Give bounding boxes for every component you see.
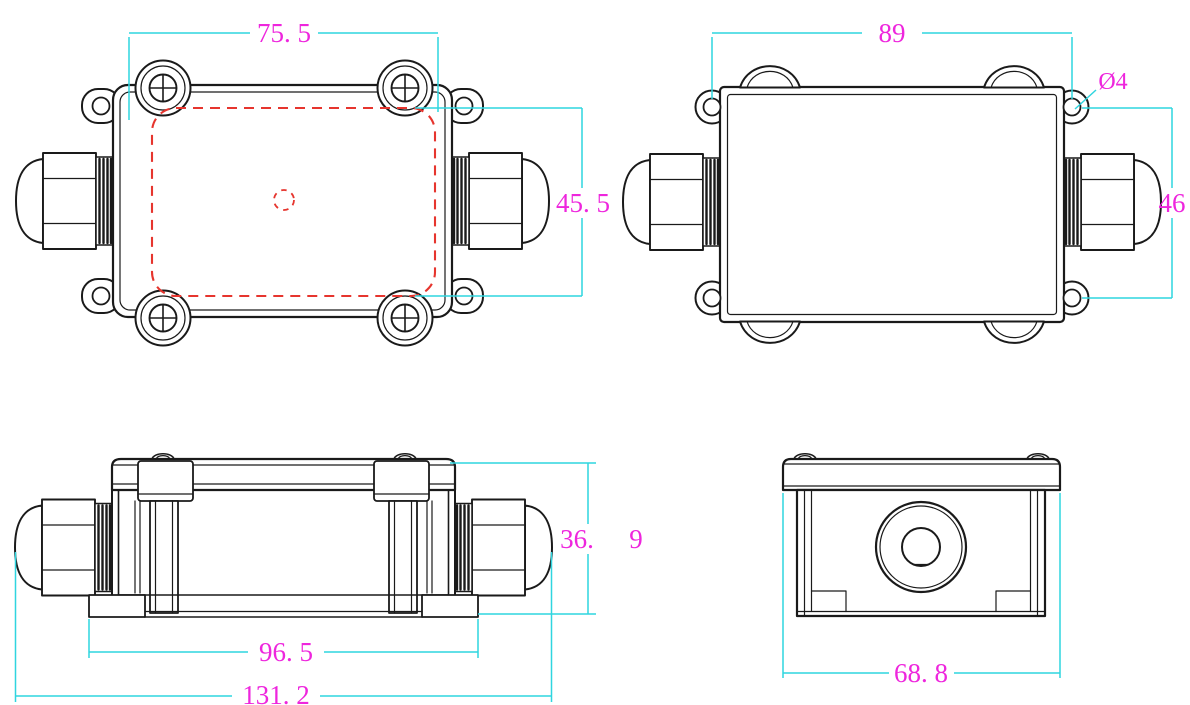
end-view-lid [781, 452, 1062, 492]
dim-lid-width: 75. 5 [128, 18, 439, 120]
dim-hole-diameter: Ø4 [1074, 69, 1128, 110]
dim-height-whole-label: 36. [560, 524, 594, 554]
dim-hole-span-height-label: 46 [1159, 188, 1186, 218]
dim-base-width-label: 96. 5 [259, 637, 313, 667]
dim-overall-width-label: 68. 8 [894, 658, 948, 688]
dim-base-width: 96. 5 [88, 619, 479, 667]
side-view-end-walls [111, 489, 456, 598]
bottom-view: 89 Ø4 46 [621, 18, 1186, 344]
side-view-base [88, 594, 479, 618]
dim-hole-span-width-label: 89 [879, 18, 906, 48]
dim-hole-span-width: 89 [711, 18, 1073, 99]
dim-hole-span-height: 46 [1082, 107, 1186, 299]
dim-overall-length: 131. 2 [14, 552, 553, 705]
gasket-center-hole [273, 189, 295, 211]
dim-overall-width: 68. 8 [782, 493, 1061, 688]
gasket-seal-outline [150, 106, 437, 298]
top-view-gasket [150, 106, 437, 298]
top-view-body [111, 83, 454, 319]
end-view-gland-face [874, 500, 968, 594]
dim-height-tenths-label: 9 [629, 524, 643, 554]
dim-gasket-height-label: 45. 5 [556, 188, 610, 218]
dim-lid-width-label: 75. 5 [257, 18, 311, 48]
dim-hole-diameter-label: Ø4 [1098, 69, 1127, 95]
bottom-view-body [718, 85, 1066, 324]
dim-height: 36. 9 [450, 462, 643, 615]
bottom-view-mount-holes [702, 97, 1082, 308]
bottom-view-arches [739, 65, 1045, 344]
top-view: 75. 5 45. 5 [14, 18, 610, 347]
dim-overall-length-label: 131. 2 [242, 680, 310, 705]
side-view: 36. 9 96. 5 131. 2 [13, 452, 643, 705]
end-view: 68. 8 [781, 452, 1062, 688]
dim-gasket-height: 45. 5 [415, 107, 610, 297]
